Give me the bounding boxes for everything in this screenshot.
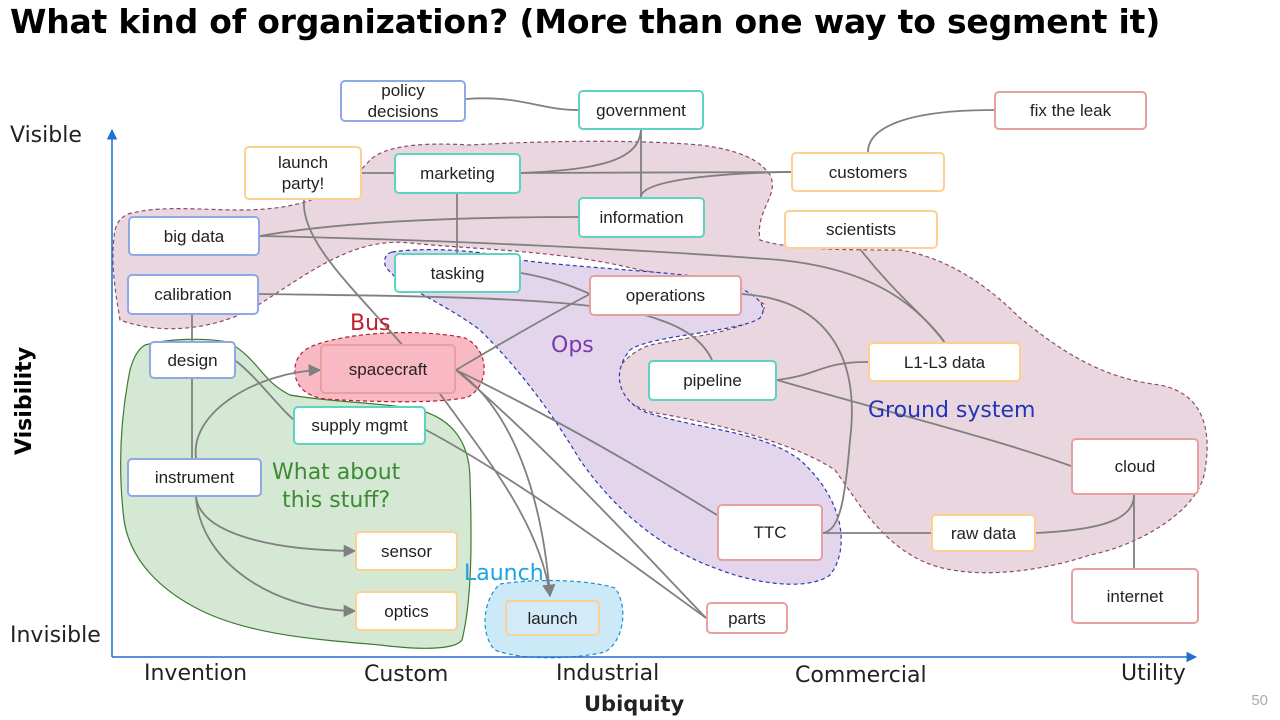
- ground-system-region: [112, 140, 1208, 574]
- edge-operations-spacecraft: [455, 293, 591, 371]
- edge-tasking-operations: [520, 272, 591, 295]
- edge-pipeline-cloud: [776, 379, 1072, 467]
- page-number: 50: [1251, 692, 1268, 709]
- x-tick-invention: Invention: [144, 661, 248, 686]
- x-tick-utility: Utility: [1121, 661, 1186, 686]
- bus-region-label: Bus: [350, 311, 391, 336]
- edge-bigdata-l1l3: [259, 235, 946, 344]
- edge-fixleak-customers: [867, 109, 995, 153]
- x-tick-industrial: Industrial: [556, 661, 660, 686]
- edge-government-marketing: [519, 127, 642, 174]
- node-operations: operations: [589, 275, 742, 316]
- node-sensor: sensor: [355, 531, 458, 571]
- edge-instrument-spacecraft: [194, 364, 322, 459]
- edge-operations-ttc: [741, 293, 853, 534]
- node-launch: launch: [505, 600, 600, 636]
- page-title: What kind of organization? (More than on…: [10, 2, 1161, 41]
- edge-spacecraft-parts: [455, 369, 707, 619]
- node-cloud: cloud: [1071, 438, 1199, 495]
- ground-system-region-label: Ground system: [868, 398, 1036, 423]
- node-l1-l3-data: L1-L3 data: [868, 342, 1021, 382]
- edge-pipeline-l1l3: [776, 361, 869, 381]
- node-information: information: [578, 197, 705, 238]
- edge-spacecraft-ttc: [455, 369, 718, 516]
- node-ttc: TTC: [717, 504, 823, 561]
- x-tick-custom: Custom: [364, 662, 449, 687]
- node-pipeline: pipeline: [648, 360, 777, 401]
- edge-scientists-l1l3: [859, 248, 946, 344]
- node-big-data: big data: [128, 216, 260, 256]
- y-axis-top-label: Visible: [10, 123, 82, 148]
- node-parts: parts: [706, 602, 788, 634]
- node-raw-data: raw data: [931, 514, 1036, 552]
- node-policy-decisions: policy decisions: [340, 80, 466, 122]
- y-axis-bottom-label: Invisible: [10, 623, 101, 648]
- launch-region-label: Launch: [464, 561, 544, 586]
- x-axis-label: Ubiquity: [584, 692, 685, 716]
- node-customers: customers: [791, 152, 945, 192]
- edge-marketing-customers: [519, 171, 792, 174]
- node-instrument: instrument: [127, 458, 262, 497]
- edge-instrument-sensor: [195, 496, 357, 558]
- node-optics: optics: [355, 591, 458, 631]
- node-internet: internet: [1071, 568, 1199, 624]
- edge-rawdata-cloud: [1035, 494, 1135, 534]
- edge-supply-parts: [425, 429, 707, 619]
- node-launch-party: launch party!: [244, 146, 362, 200]
- edge-bigdata-information: [259, 216, 579, 237]
- ops-region-label: Ops: [551, 333, 594, 358]
- x-tick-commercial: Commercial: [795, 663, 927, 688]
- node-scientists: scientists: [784, 210, 938, 249]
- node-fix-the-leak: fix the leak: [994, 91, 1147, 130]
- edge-policy-government: [465, 97, 579, 111]
- edge-instrument-optics: [195, 496, 357, 618]
- node-design: design: [149, 341, 236, 379]
- node-tasking: tasking: [394, 253, 521, 293]
- y-axis-label: Visibility: [12, 346, 37, 455]
- node-marketing: marketing: [394, 153, 521, 194]
- edge-information-customers: [640, 171, 792, 198]
- node-government: government: [578, 90, 704, 130]
- node-spacecraft: spacecraft: [320, 344, 456, 394]
- node-supply-mgmt: supply mgmt: [293, 406, 426, 445]
- node-calibration: calibration: [127, 274, 259, 315]
- green-region-label: What about this stuff?: [272, 460, 401, 513]
